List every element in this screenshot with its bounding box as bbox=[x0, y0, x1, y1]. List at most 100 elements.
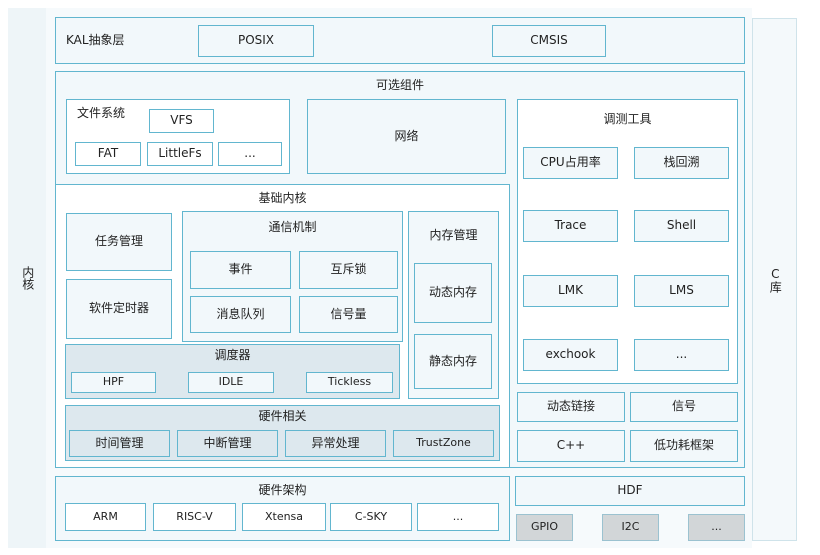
cmsis-label: CMSIS bbox=[530, 33, 568, 48]
tickless-label: Tickless bbox=[327, 375, 372, 389]
optional-title: 可选组件 bbox=[375, 78, 424, 92]
hardware-architecture-title: 硬件架构 bbox=[258, 483, 307, 497]
exchook-label: exchook bbox=[545, 347, 596, 362]
interrupt-management-label: 中断管理 bbox=[203, 435, 252, 450]
time-management-box: 时间管理 bbox=[69, 430, 170, 457]
dynamic-memory-label: 动态内存 bbox=[428, 285, 477, 300]
basic-kernel-title: 基础内核 bbox=[258, 191, 307, 205]
shell-label: Shell bbox=[666, 218, 697, 233]
low-power-box: 低功耗框架 bbox=[630, 430, 738, 462]
hpf-label: HPF bbox=[102, 375, 125, 389]
debug-more-box: ... bbox=[634, 339, 729, 371]
littlefs-label: LittleFs bbox=[158, 146, 202, 161]
static-memory-box: 静态内存 bbox=[414, 334, 492, 389]
network-box: 网络 bbox=[307, 99, 506, 174]
vfs-label: VFS bbox=[170, 113, 193, 128]
kernel-label: 内核 bbox=[20, 266, 35, 290]
backtrace-label: 栈回溯 bbox=[663, 155, 700, 170]
semaphore-box: 信号量 bbox=[299, 296, 398, 333]
gpio-label: GPIO bbox=[530, 520, 559, 534]
shell-box: Shell bbox=[634, 210, 729, 242]
time-management-label: 时间管理 bbox=[95, 435, 144, 450]
fs-more-label: ... bbox=[244, 146, 256, 161]
low-power-label: 低功耗框架 bbox=[653, 438, 714, 453]
riscv-box: RISC-V bbox=[153, 503, 236, 531]
i2c-box: I2C bbox=[602, 514, 659, 541]
hdf-more-box: ... bbox=[688, 514, 745, 541]
riscv-label: RISC-V bbox=[176, 509, 213, 523]
task-management-box: 任务管理 bbox=[66, 213, 172, 271]
hardware-related-title: 硬件相关 bbox=[258, 409, 307, 423]
exception-handling-box: 异常处理 bbox=[285, 430, 386, 457]
kal-layer: KAL抽象层 bbox=[55, 17, 745, 64]
scheduler-title: 调度器 bbox=[214, 348, 251, 362]
xtensa-label: Xtensa bbox=[264, 509, 304, 523]
cpu-usage-label: CPU占用率 bbox=[540, 155, 601, 170]
posix-box: POSIX bbox=[198, 25, 314, 57]
trace-label: Trace bbox=[554, 218, 587, 233]
csky-label: C-SKY bbox=[354, 509, 388, 523]
idle-label: IDLE bbox=[218, 375, 244, 389]
fat-box: FAT bbox=[75, 142, 141, 166]
arm-box: ARM bbox=[65, 503, 146, 531]
hpf-box: HPF bbox=[71, 372, 156, 393]
cpp-label: C++ bbox=[556, 438, 586, 453]
event-box: 事件 bbox=[190, 251, 291, 289]
arm-label: ARM bbox=[93, 509, 118, 523]
interrupt-management-box: 中断管理 bbox=[177, 430, 278, 457]
network-label: 网络 bbox=[394, 128, 419, 143]
fat-label: FAT bbox=[97, 146, 119, 161]
lmk-label: LMK bbox=[558, 283, 583, 298]
cpu-usage-box: CPU占用率 bbox=[523, 147, 618, 179]
gpio-box: GPIO bbox=[516, 514, 573, 541]
exchook-box: exchook bbox=[523, 339, 618, 371]
trace-box: Trace bbox=[523, 210, 618, 242]
csky-box: C-SKY bbox=[330, 503, 412, 531]
tickless-box: Tickless bbox=[306, 372, 393, 393]
trustzone-label: TrustZone bbox=[416, 436, 471, 450]
filesystem-title: 文件系统 bbox=[77, 106, 126, 120]
posix-label: POSIX bbox=[237, 33, 275, 48]
debug-tools-title: 调测工具 bbox=[603, 112, 652, 126]
ipc-title: 通信机制 bbox=[268, 220, 317, 234]
signal-label: 信号 bbox=[671, 399, 696, 414]
mutex-box: 互斥锁 bbox=[299, 251, 398, 289]
static-memory-label: 静态内存 bbox=[428, 353, 477, 368]
event-label: 事件 bbox=[228, 262, 253, 277]
vfs-box: VFS bbox=[149, 109, 214, 133]
arch-more-label: ... bbox=[452, 509, 464, 523]
software-timer-box: 软件定时器 bbox=[66, 279, 172, 339]
memory-title: 内存管理 bbox=[429, 228, 478, 242]
semaphore-label: 信号量 bbox=[330, 306, 367, 321]
i2c-label: I2C bbox=[621, 520, 640, 534]
dynamic-link-label: 动态链接 bbox=[546, 399, 595, 414]
lms-label: LMS bbox=[669, 283, 694, 298]
trustzone-box: TrustZone bbox=[393, 430, 494, 457]
cmsis-box: CMSIS bbox=[492, 25, 606, 57]
mutex-label: 互斥锁 bbox=[330, 262, 367, 277]
kal-title: KAL抽象层 bbox=[66, 32, 125, 47]
lmk-box: LMK bbox=[523, 275, 618, 307]
message-queue-box: 消息队列 bbox=[190, 296, 291, 333]
dynamic-memory-box: 动态内存 bbox=[414, 263, 492, 323]
arch-more-box: ... bbox=[417, 503, 499, 531]
backtrace-box: 栈回溯 bbox=[634, 147, 729, 179]
exception-handling-label: 异常处理 bbox=[311, 435, 360, 450]
dynamic-link-box: 动态链接 bbox=[517, 392, 625, 422]
debug-more-label: ... bbox=[675, 347, 688, 362]
xtensa-box: Xtensa bbox=[242, 503, 326, 531]
fs-more-box: ... bbox=[218, 142, 282, 166]
clib-label: C库 bbox=[768, 266, 783, 293]
cpp-box: C++ bbox=[517, 430, 625, 462]
hdf-box: HDF bbox=[515, 476, 745, 506]
hdf-label: HDF bbox=[617, 483, 643, 498]
idle-box: IDLE bbox=[188, 372, 274, 393]
software-timer-label: 软件定时器 bbox=[88, 301, 149, 316]
littlefs-box: LittleFs bbox=[147, 142, 213, 166]
message-queue-label: 消息队列 bbox=[216, 306, 265, 321]
signal-box: 信号 bbox=[630, 392, 738, 422]
task-management-label: 任务管理 bbox=[94, 234, 143, 249]
hdf-more-label: ... bbox=[711, 520, 722, 534]
kernel-panel: 内核 bbox=[8, 8, 46, 548]
lms-box: LMS bbox=[634, 275, 729, 307]
